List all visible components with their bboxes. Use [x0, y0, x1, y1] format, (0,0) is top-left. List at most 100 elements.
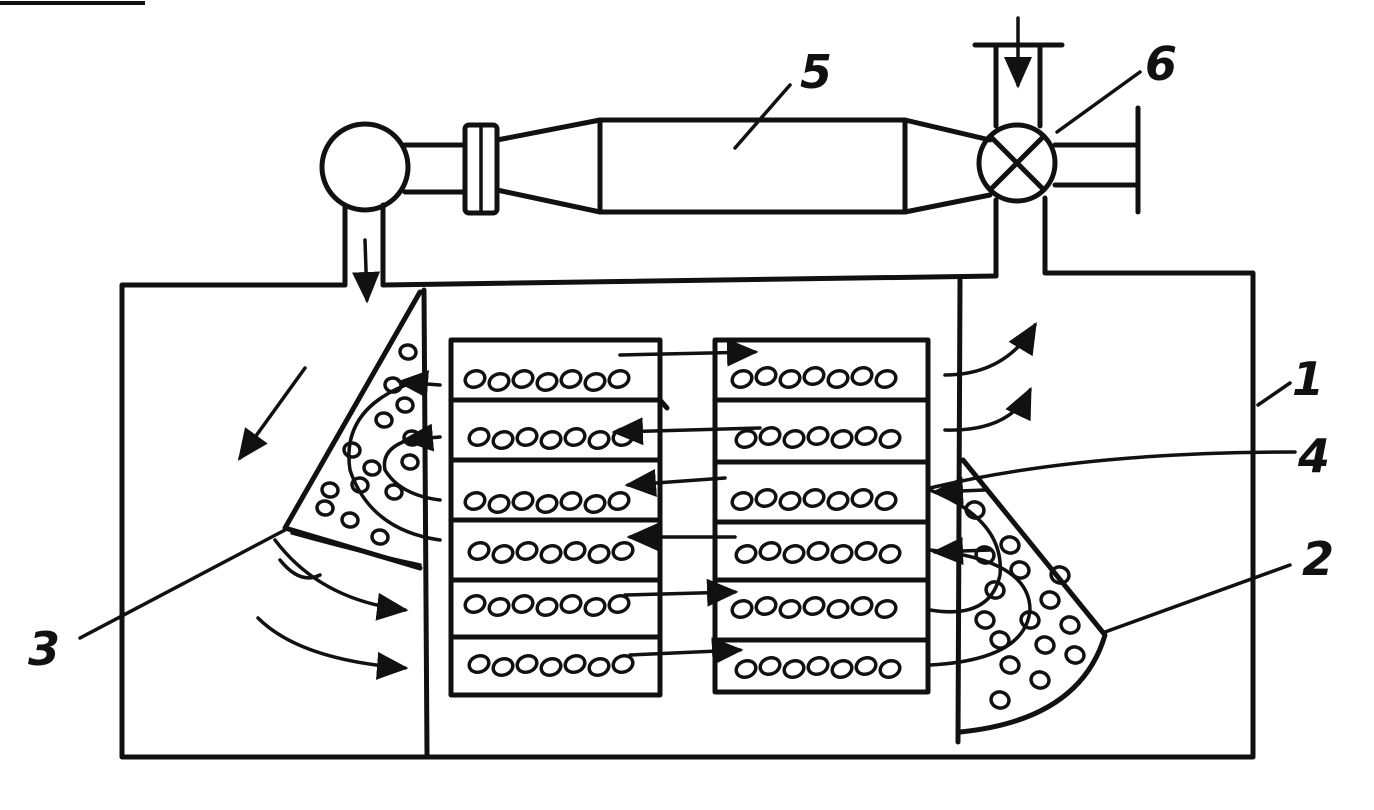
fan-circle	[319, 121, 411, 213]
granule	[758, 425, 782, 447]
label-right-flap: 2	[1302, 532, 1334, 586]
granule	[535, 596, 559, 618]
granule	[539, 543, 563, 565]
left-flap-curve-b	[347, 378, 442, 542]
granule	[754, 595, 778, 617]
granule	[374, 411, 394, 429]
granule	[587, 429, 611, 451]
granule	[854, 425, 878, 447]
inner-wall-right	[955, 277, 963, 745]
granule	[730, 368, 754, 390]
fan-tube-taper-left	[494, 117, 603, 215]
valve-cross-b	[988, 134, 1046, 192]
granule	[1039, 590, 1061, 610]
label-housing: 1	[1292, 352, 1324, 406]
granules	[315, 343, 1086, 710]
granule	[463, 593, 487, 615]
granule	[758, 655, 782, 677]
granule	[467, 540, 491, 562]
granule	[559, 490, 583, 512]
granule	[583, 493, 607, 515]
granule	[515, 426, 539, 448]
right-flap	[957, 457, 1108, 735]
left-flap-curve-c	[382, 435, 442, 502]
granule	[539, 429, 563, 451]
granule	[778, 368, 802, 390]
granule	[563, 653, 587, 675]
granule	[487, 493, 511, 515]
granule	[878, 658, 902, 680]
granule	[830, 658, 854, 680]
granule	[607, 490, 631, 512]
leader-lines	[78, 70, 1297, 640]
granule	[878, 543, 902, 565]
granule	[342, 441, 362, 459]
granule	[830, 428, 854, 450]
granule	[806, 540, 830, 562]
granule	[587, 656, 611, 678]
label-valve: 6	[1145, 37, 1177, 91]
granule	[758, 540, 782, 562]
granule	[999, 655, 1021, 675]
granule	[734, 428, 758, 450]
fan-tube-body	[597, 117, 908, 215]
granule	[734, 543, 758, 565]
granule	[370, 528, 390, 546]
granule	[826, 368, 850, 390]
granule	[487, 371, 511, 393]
granule	[539, 656, 563, 678]
granule	[398, 343, 418, 361]
granule	[400, 453, 420, 471]
granule	[1009, 560, 1031, 580]
fan-tube-taper-right	[902, 117, 993, 215]
granule	[730, 490, 754, 512]
housing-outline	[119, 270, 1256, 760]
granule	[874, 490, 898, 512]
granule	[395, 396, 415, 414]
granule	[463, 368, 487, 390]
granule	[878, 428, 902, 450]
granule	[806, 425, 830, 447]
tray-stack-right	[712, 337, 931, 695]
granule	[1034, 635, 1056, 655]
left-duct-arrow	[352, 238, 381, 304]
granule	[850, 595, 874, 617]
granule	[463, 490, 487, 512]
granule	[611, 426, 635, 448]
granule	[320, 481, 340, 499]
granule	[802, 365, 826, 387]
granule	[984, 580, 1006, 600]
granule	[611, 540, 635, 562]
housing-top-mid	[380, 273, 999, 288]
granule	[806, 655, 830, 677]
granule	[754, 365, 778, 387]
granule	[802, 595, 826, 617]
granule	[734, 658, 758, 680]
granule	[384, 483, 404, 501]
granule	[826, 490, 850, 512]
granule	[1029, 670, 1051, 690]
inner-wall-left	[421, 287, 430, 758]
granule	[1049, 565, 1071, 585]
granule	[974, 545, 996, 565]
granule	[559, 593, 583, 615]
granule	[999, 535, 1021, 555]
granule	[563, 540, 587, 562]
granule	[535, 371, 559, 393]
granule	[583, 371, 607, 393]
granule	[850, 365, 874, 387]
granule	[854, 540, 878, 562]
granule	[754, 487, 778, 509]
granule	[607, 593, 631, 615]
granule	[511, 490, 535, 512]
granule	[487, 596, 511, 618]
granule	[587, 543, 611, 565]
right-flap-curve-b	[928, 548, 1032, 667]
granule	[874, 598, 898, 620]
granule	[802, 487, 826, 509]
granule	[611, 653, 635, 675]
granule	[491, 543, 515, 565]
granule	[989, 690, 1011, 710]
granule	[989, 630, 1011, 650]
